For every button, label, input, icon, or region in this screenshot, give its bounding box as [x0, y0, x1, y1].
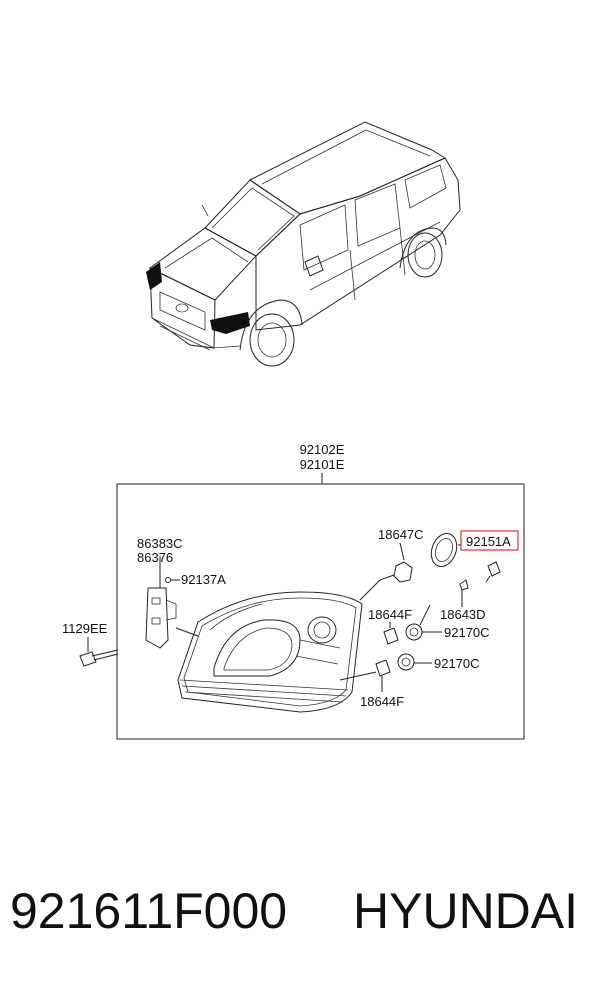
footer-brand: HYUNDAI: [353, 883, 578, 939]
bulb-18644f-bottom: [375, 659, 391, 677]
socket-92170c-top: [405, 623, 423, 641]
callout-18644f-bottom: 18644F: [360, 694, 404, 709]
assembly-frame: [116, 483, 525, 740]
callout-18647c: 18647C: [378, 527, 424, 542]
bulb-18644f-top: [383, 627, 399, 645]
socket-ring-92151a: [430, 533, 458, 567]
assembly-code-bottom: 92101E: [300, 457, 345, 472]
callout-86383c: 86383C: [137, 536, 183, 551]
callout-92137a: 92137A: [181, 572, 226, 587]
callout-18644f-top: 18644F: [368, 607, 412, 622]
vehicle-illustration: [146, 121, 461, 367]
bolt-1129ee: [79, 649, 119, 667]
footer-part-number: 921611F000: [10, 883, 287, 939]
headlamp-assembly: [177, 591, 363, 713]
callout-18643d: 18643D: [440, 607, 486, 622]
callout-92170c-bottom: 92170C: [434, 656, 480, 671]
bulb-18643d: [459, 579, 469, 591]
callout-92170c-top: 92170C: [444, 625, 490, 640]
bulb-small-right: [485, 561, 501, 583]
callout-86376: 86376: [137, 550, 173, 565]
mounting-bracket: [145, 556, 177, 649]
callout-1129ee: 1129EE: [62, 621, 108, 636]
socket-92170c-bottom: [397, 653, 415, 671]
bulb-18647c: [379, 561, 413, 583]
assembly-code-top: 92102E: [300, 442, 345, 457]
callout-92151a: 92151A: [466, 534, 511, 549]
callout-92151a-highlight: [460, 530, 519, 551]
